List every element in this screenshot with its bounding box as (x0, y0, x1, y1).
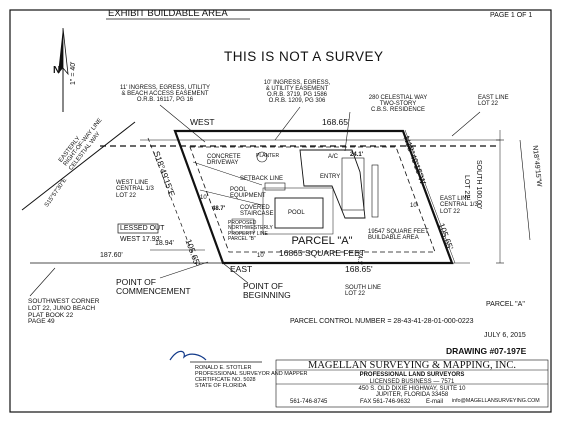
page-number: PAGE 1 OF 1 (490, 12, 533, 19)
pool-outline (274, 197, 324, 229)
dim-10-south: 10' (257, 253, 265, 259)
pool-deck (262, 187, 334, 235)
setback-label: SETBACK LINE (240, 176, 284, 182)
dim-24-south: 24.1' (356, 252, 362, 265)
dim-48-7: 48.7' (212, 206, 226, 212)
license-number: LICENSED BUSINESS — 7571 (369, 379, 455, 385)
email-address: info@MAGELLANSURVEYING.COM (452, 398, 540, 404)
easement-left-label: 11' INGRESS, EGRESS, UTILITY& BEACH ACCE… (119, 85, 211, 103)
pob-leader (223, 263, 249, 284)
drawing-date: JULY 6, 2015 (484, 332, 526, 339)
residence-outline (299, 149, 366, 219)
parcel-name: PARCEL "A" (291, 235, 353, 247)
signature-icon (169, 350, 207, 361)
email-label: E-mail (426, 399, 444, 405)
not-survey-notice: THIS IS NOT A SURVEY (224, 49, 384, 64)
parcel-area: 16865 SQUARE FEET (279, 248, 365, 258)
dim-10-east: 10' (410, 203, 418, 209)
easement-leader-left (159, 104, 206, 143)
east-line-central (404, 129, 456, 264)
east-line-leader (451, 111, 481, 137)
residence-leader (344, 111, 351, 152)
sw-corner-leader (29, 267, 56, 297)
drawing-number: DRAWING #07-197E (446, 346, 527, 356)
planter-icon (256, 151, 268, 163)
pool-equipment-box (264, 182, 286, 191)
scale-label: 1" = 40' (70, 61, 77, 85)
fax-number: FAX 561-746-9632 (360, 399, 411, 405)
residence-inner (341, 157, 365, 211)
south-label: EAST (230, 264, 253, 274)
company-name: MAGELLAN SURVEYING & MAPPING, INC. (308, 360, 516, 371)
entry-label: ENTRY (320, 174, 341, 180)
west-line-central (147, 137, 199, 269)
driveway-line (192, 161, 263, 186)
poc-leader (159, 261, 209, 279)
lessed-out-label: LESSED OUT (120, 225, 165, 232)
company-box (275, 359, 549, 408)
dim-10-west: 10' (200, 195, 208, 201)
south-distance: 168.65' (345, 264, 373, 274)
address-line-2: JUPITER, FLORIDA 33458 (375, 392, 449, 398)
company-subtitle: PROFESSIONAL LAND SURVEYORS (359, 372, 465, 378)
north-label: WEST (190, 117, 215, 127)
pool-label: POOL (288, 210, 305, 216)
residence-wall (371, 164, 379, 218)
drawing-border (9, 9, 552, 413)
ac-label: A/C (328, 154, 339, 160)
address-line-1: 450 S. OLD DIXIE HIGHWAY, SUITE 10 (358, 386, 466, 392)
right-bearing-line (519, 139, 531, 241)
right-of-way-line (21, 121, 136, 211)
staircase-outline (231, 218, 255, 234)
parcel-a-footer: PARCEL "A" (486, 301, 525, 308)
lessed-out-box (117, 223, 159, 234)
phone-number: 561-746-8745 (290, 399, 328, 405)
dist-18-94: 18.94' (155, 240, 174, 247)
lot-22-east: LOT 22 (463, 175, 470, 199)
north-distance: 168.65' (322, 117, 350, 127)
buildable-area-line (189, 146, 436, 253)
easement-leader-center (274, 106, 301, 141)
dim-24-north: 24.1' (350, 152, 364, 158)
driveway-line-2 (199, 189, 263, 206)
exhibit-title: EXHIBIT BUILDABLE AREA (108, 8, 228, 19)
planter-label: PLANTER (256, 153, 280, 159)
parcel-control-number: PARCEL CONTROL NUMBER = 28-43-41-28-01-0… (290, 318, 474, 325)
west-17-93: WEST 17.93' (120, 236, 161, 243)
dist-187-60: 187.60' (100, 252, 123, 259)
north-letter: N (53, 65, 61, 76)
north-arrow-icon (58, 27, 69, 112)
